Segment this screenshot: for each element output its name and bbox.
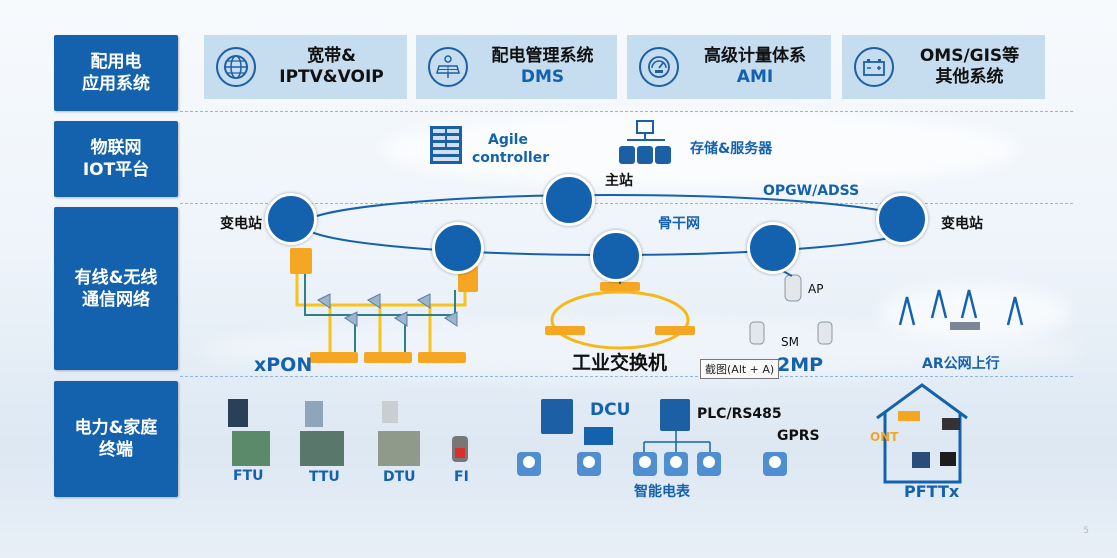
substation-label: 变电站 [941, 216, 983, 232]
dtu-label: DTU [383, 469, 416, 485]
cloud-bg [380, 110, 1020, 190]
storage-label: 存储&服务器 [690, 141, 773, 157]
separator-line [180, 203, 1073, 204]
smart-meter-label: 智能电表 [634, 484, 690, 500]
ttu-field-photo [300, 431, 344, 466]
layer-label-terminal: 电力&家庭 终端 [54, 381, 178, 497]
separator-line [180, 111, 1073, 112]
solar-panel-icon [428, 47, 468, 87]
xpon-label: xPON [254, 354, 313, 376]
tv-icon [940, 452, 956, 466]
screenshot-tooltip: 截图(Alt + A) [700, 359, 780, 379]
layer-label-app: 配用电 应用系统 [54, 35, 178, 111]
app-box-oms-gis: OMS/GIS等其他系统 [842, 35, 1045, 99]
layer-label-line: 电力&家庭 [74, 418, 158, 438]
app-title-line2: IPTV&VOIP [279, 67, 384, 87]
ar-public-label: AR公网上行 [922, 356, 1000, 372]
ftu-label: FTU [233, 468, 264, 484]
layer-label-line: IOT平台 [82, 160, 150, 180]
layer-label-iot: 物联网 IOT平台 [54, 121, 178, 197]
battery-icon [854, 47, 894, 87]
master-station-node [543, 174, 595, 226]
layer-label-line: 有线&无线 [74, 267, 158, 288]
phone-icon [912, 452, 930, 468]
pfttx-label: PFTTx [904, 482, 960, 501]
dcu-screen [584, 427, 613, 445]
layer-label-line: 终端 [99, 440, 133, 460]
ttu-cabinet-icon [305, 401, 323, 427]
ar-router-icon [950, 322, 980, 330]
ont-device-icon [898, 411, 920, 421]
dtu-field-photo [378, 431, 420, 466]
plc-label: PLC/RS485 [697, 406, 782, 422]
onu-device-icon [290, 248, 478, 363]
fault-indicator-icon [452, 436, 468, 462]
dtu-cabinet-icon [382, 401, 398, 423]
app-title-line2: 其他系统 [935, 67, 1004, 87]
page-number: 5 [1083, 526, 1089, 536]
meter-dial-icon [639, 47, 679, 87]
smart-meter-dial [523, 456, 781, 468]
server-rack-icon [430, 126, 462, 164]
dcu-device-icon [541, 399, 690, 434]
laptop-icon [942, 418, 960, 430]
substation-node [590, 230, 642, 282]
ont-label: ONT [870, 430, 899, 444]
storage-server-icon [619, 120, 671, 164]
layer-label-line: 通信网络 [82, 289, 150, 310]
radio-unit-icon [749, 274, 833, 345]
master-station-label: 主站 [605, 173, 633, 189]
ftu-field-photo [232, 431, 270, 466]
splitter-icon [317, 293, 458, 327]
gprs-label: GPRS [777, 428, 820, 444]
backbone-label: 骨干网 [658, 216, 700, 232]
layer-label-line: 应用系统 [82, 74, 150, 94]
agile-controller-label: controller [472, 150, 550, 166]
app-title-line2: AMI [736, 67, 774, 87]
globe-icon [216, 47, 256, 87]
app-title-line1: OMS/GIS等 [919, 46, 1020, 66]
home-outline-icon [876, 383, 968, 484]
substation-label: 变电站 [220, 216, 262, 232]
app-title-line1: 高级计量体系 [704, 46, 806, 66]
substation-node [265, 193, 317, 245]
substation-node [876, 193, 928, 245]
substation-node [432, 222, 484, 274]
industrial-switch-icon [545, 282, 695, 335]
dcu-label: DCU [590, 400, 631, 420]
agile-controller-label: Agile [488, 132, 528, 148]
industrial-ring [550, 290, 690, 350]
layer-label-line: 物联网 [90, 138, 142, 158]
layer-label-line: 配用电 [90, 52, 142, 72]
layer-label-network: 有线&无线 通信网络 [54, 207, 178, 370]
separator-line [180, 376, 1073, 377]
plc-tree-lines [643, 430, 711, 452]
app-title-line1: 配电管理系统 [491, 46, 594, 66]
cell-tower-icon [898, 289, 1024, 326]
sm-label: SM [781, 335, 799, 349]
substation-node [747, 222, 799, 274]
app-box-broadband: 宽带&IPTV&VOIP [204, 35, 407, 99]
app-title-line1: 宽带& [307, 46, 356, 66]
opgw-label: OPGW/ADSS [763, 183, 860, 199]
ftu-cabinet-icon [228, 399, 248, 427]
p2mp-label: 2MP [777, 354, 824, 376]
ttu-label: TTU [309, 469, 340, 485]
smart-meter-icon [517, 452, 787, 476]
app-title-line2: DMS [520, 67, 565, 87]
industrial-switch-label: 工业交换机 [572, 352, 668, 374]
cloud-bg [200, 320, 1080, 380]
fi-label: FI [454, 469, 469, 485]
ap-label: AP [808, 282, 824, 296]
